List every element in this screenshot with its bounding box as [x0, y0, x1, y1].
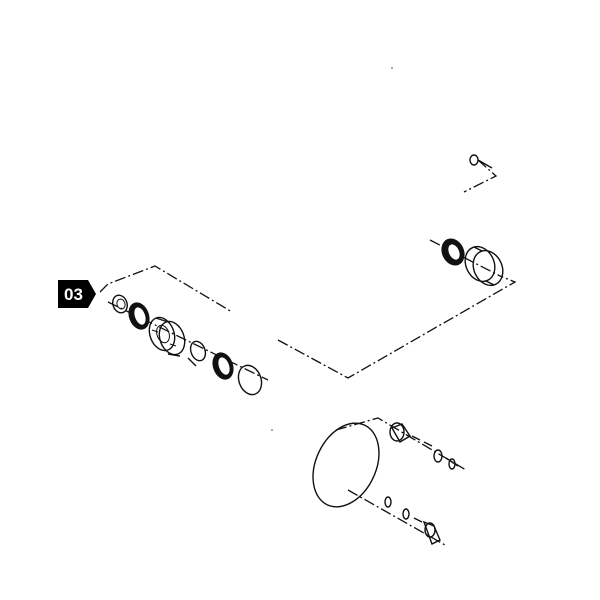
callout-marker[interactable]: 03: [58, 280, 96, 308]
leader-lines: [99, 159, 517, 546]
seal-ring-left-1[interactable]: [125, 299, 153, 332]
spacer-ring[interactable]: [187, 339, 208, 367]
callout-badge: [58, 280, 96, 308]
fitting-lower[interactable]: [384, 496, 441, 545]
pin-part[interactable]: [469, 154, 493, 169]
seal-ring-left-2[interactable]: [209, 349, 237, 382]
leader-line-callout: [99, 265, 233, 313]
bearing-housing[interactable]: [145, 314, 189, 358]
large-o-ring[interactable]: [300, 412, 392, 517]
o-ring-left[interactable]: [235, 362, 266, 398]
leader-line-connector: [277, 275, 517, 379]
seal-ring-right[interactable]: [437, 235, 469, 270]
fitting-upper[interactable]: [389, 422, 459, 470]
washer-small[interactable]: [110, 293, 129, 315]
leader-line-top: [463, 159, 498, 193]
leader-line-lower-1: [335, 417, 467, 471]
callout-label: 03: [64, 285, 83, 304]
collar-right[interactable]: [460, 242, 509, 290]
